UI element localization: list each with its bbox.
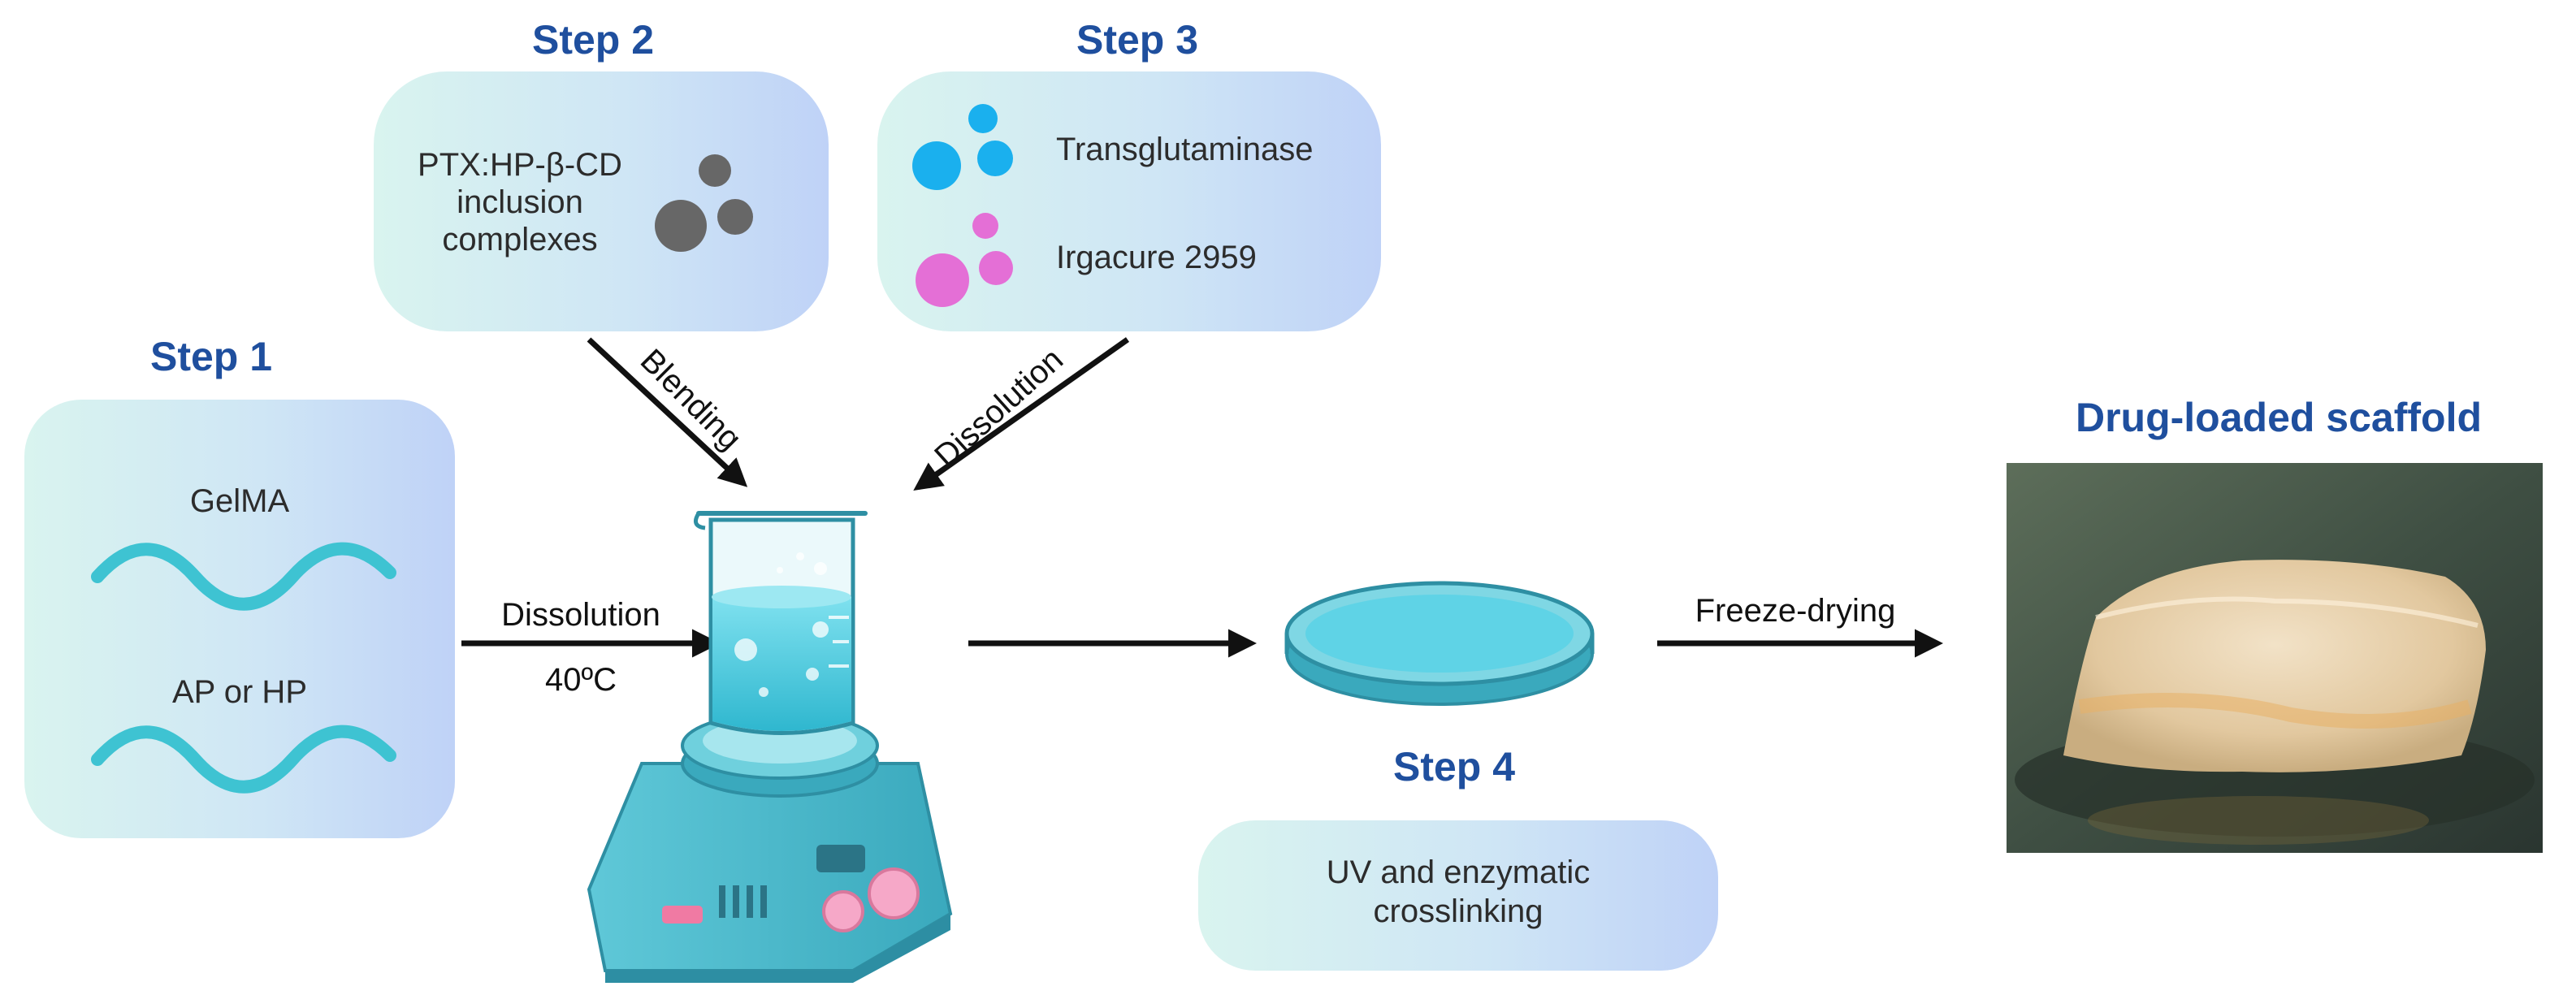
scaffold-photo (2007, 463, 2543, 853)
step4-card (1198, 820, 1718, 971)
gelma-wave-icon (91, 542, 396, 611)
step2-text-line3: complexes (442, 222, 598, 257)
petri-dish-icon (1284, 581, 1595, 706)
beaker-icon (693, 511, 868, 735)
gelma-label: GelMA (189, 483, 290, 519)
step2-text-line1: PTX:HP-β-CD (418, 147, 622, 183)
blending-arrow (587, 337, 748, 487)
step4-title: Step 4 (1392, 744, 1516, 790)
step3-title: Step 3 (1076, 17, 1199, 63)
ap-hp-wave-icon (91, 725, 396, 794)
inclusion-complex-particles-icon (655, 154, 753, 252)
step4-text-line1: UV and enzymatic (1326, 854, 1591, 890)
result-title: Drug-loaded scaffold (2075, 395, 2483, 440)
irgacure-label: Irgacure 2959 (1056, 240, 1257, 275)
transglutaminase-label: Transglutaminase (1056, 132, 1314, 167)
step4-text-line2: crosslinking (1373, 893, 1543, 929)
transglutaminase-particles-icon (912, 104, 1013, 190)
ap-hp-label: AP or HP (172, 674, 307, 710)
step2-text-line2: inclusion (457, 184, 583, 220)
temperature-label: 40ºC (545, 662, 617, 698)
irgacure-particles-icon (916, 213, 1013, 307)
hotplate-stirrer-icon (587, 712, 953, 983)
step2-card (374, 71, 829, 331)
dissolution-left-label: Dissolution (501, 597, 660, 633)
step1-title: Step 1 (149, 334, 273, 379)
freeze-drying-label: Freeze-drying (1695, 593, 1896, 629)
dissolution-top-arrow (913, 337, 1130, 491)
step2-title: Step 2 (531, 17, 655, 63)
